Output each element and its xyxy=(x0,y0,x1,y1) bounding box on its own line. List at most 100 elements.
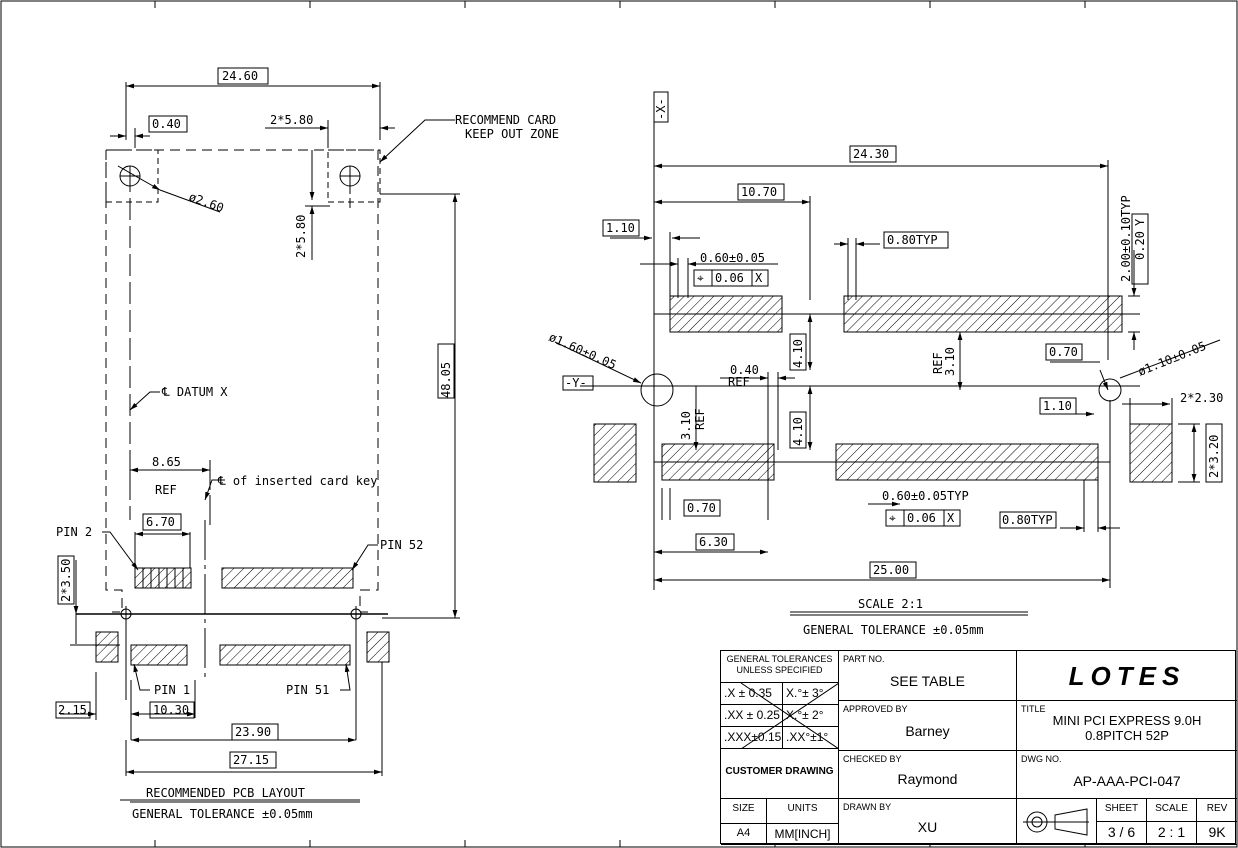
dwg-no-label: DWG NO. xyxy=(1021,754,1062,764)
scale-label: SCALE xyxy=(1155,803,1188,814)
dwg-no-cell: DWG NO. AP-AAA-PCI-047 xyxy=(1017,751,1237,799)
checked-label: CHECKED BY xyxy=(843,754,902,764)
pcb-layout-view xyxy=(60,82,460,803)
dim-0-40: 0.40 xyxy=(152,117,181,131)
dim-2x2-30: 2*2.30 xyxy=(1180,391,1223,405)
position-symbol: ⌖ xyxy=(697,271,704,285)
pin-1-label: PIN 1 xyxy=(154,683,190,697)
dim-3-10-top-ref: REF xyxy=(931,352,945,374)
part-no-label: PART NO. xyxy=(843,654,885,664)
dwg-no-value: AP-AAA-PCI-047 xyxy=(1073,773,1181,789)
hole-right xyxy=(1098,378,1122,402)
dim-3-10-bottom: 3.10 xyxy=(679,411,693,440)
rev-cell: REV 9K xyxy=(1197,799,1237,845)
checked-cell: CHECKED BY Raymond xyxy=(839,751,1017,799)
dim-2x5-80-h: 2*5.80 xyxy=(270,113,313,127)
scale-value: 2 : 1 xyxy=(1147,821,1196,840)
dim-0-60-tol: 0.60±0.05 xyxy=(700,251,765,265)
dim-23-90: 23.90 xyxy=(235,725,271,739)
tol-row-3-b: .XX°±1° xyxy=(783,727,839,749)
logo-cell: LOTES xyxy=(1017,651,1237,701)
units-value: MM[INCH] xyxy=(767,823,838,841)
dim-0-80typ-bottom: 0.80TYP xyxy=(1002,513,1053,527)
gen-tol-line-1: GENERAL TOLERANCES xyxy=(726,654,833,664)
datum-y-box: -Y- xyxy=(565,376,587,390)
dim-27-15: 27.15 xyxy=(233,753,269,767)
dim-2-00-typ: 2.00±0.10TYP xyxy=(1119,195,1133,282)
dim-6-30: 6.30 xyxy=(699,535,728,549)
dim-10-70: 10.70 xyxy=(741,185,777,199)
gen-tol-header: GENERAL TOLERANCES UNLESS SPECIFIED xyxy=(721,651,839,683)
fcf-datum-right: Y xyxy=(1133,218,1147,226)
tol-cross-lines xyxy=(740,683,839,749)
fcf-tol-bottom: 0.06 xyxy=(907,511,936,525)
dim-1-10-right: 1.10 xyxy=(1043,399,1072,413)
keep-out-callout-1: RECOMMEND CARD xyxy=(455,113,556,127)
hole-right-callout: ø1.10±0.05 xyxy=(1136,339,1208,379)
side-pad-right xyxy=(1129,423,1173,483)
dim-1-10-left: 1.10 xyxy=(606,221,635,235)
sheet-cell: SHEET 3 / 6 xyxy=(1097,799,1147,845)
dim-0-70-right: 0.70 xyxy=(1049,345,1078,359)
dim-2x3-50: 2*3.50 xyxy=(59,559,73,602)
position-symbol-bottom: ⌖ xyxy=(889,511,896,525)
hole-left-callout: ø1.60±0.05 xyxy=(547,330,619,372)
pad-row-top-left xyxy=(134,567,192,589)
dim-2x5-80-v: 2*5.80 xyxy=(294,215,308,258)
dim-4-10-bottom: 4.10 xyxy=(791,417,805,446)
rev-value: 9K xyxy=(1197,821,1237,840)
dim-25-00: 25.00 xyxy=(873,563,909,577)
pcb-layout-title: RECOMMENDED PCB LAYOUT xyxy=(146,786,305,800)
dim-0-80typ-top: 0.80TYP xyxy=(887,233,938,247)
pad-row-top-right xyxy=(221,567,354,589)
approved-label: APPROVED BY xyxy=(843,704,908,714)
dim-24-60: 24.60 xyxy=(222,69,258,83)
pin-52-label: PIN 52 xyxy=(380,538,423,552)
size-value: A4 xyxy=(721,823,766,839)
dim-0-40: 0.40 xyxy=(730,363,759,377)
dim-2x3-20: 2*3.20 xyxy=(1207,435,1221,478)
size-cell: SIZE A4 xyxy=(721,799,767,845)
pcb-layout-tolerance: GENERAL TOLERANCE ±0.05mm xyxy=(132,807,313,821)
datum-x-callout: ℄ DATUM X xyxy=(161,385,228,399)
dim-48-05: 48.05 xyxy=(439,362,453,398)
card-key-callout: ℄ of inserted card key xyxy=(217,474,377,488)
dim-8-65: 8.65 xyxy=(152,455,181,469)
title-line-1: MINI PCI EXPRESS 9.0H xyxy=(1052,713,1202,728)
company-logo: LOTES xyxy=(1068,661,1186,691)
fcf-tol-top: 0.06 xyxy=(715,271,744,285)
sheet-label: SHEET xyxy=(1104,803,1139,814)
gen-tol-line-2: UNLESS SPECIFIED xyxy=(736,665,823,675)
third-angle-projection-icon xyxy=(1023,808,1089,836)
drawn-cell: DRAWN BY XU xyxy=(839,799,1017,845)
side-pad-left xyxy=(593,423,637,483)
approved-cell: APPROVED BY Barney xyxy=(839,701,1017,751)
pin-51-label: PIN 51 xyxy=(286,683,329,697)
dim-6-70: 6.70 xyxy=(146,515,175,529)
tol-row-2-a: .XX ± 0.25 xyxy=(721,705,783,727)
sheet-value: 3 / 6 xyxy=(1097,821,1146,840)
pad-left-square xyxy=(95,631,119,663)
approved-value: Barney xyxy=(905,723,950,739)
keep-out-corner-left xyxy=(105,149,159,203)
dim-0-40-ref: REF xyxy=(728,375,750,389)
keep-out-callout-2: KEEP OUT ZONE xyxy=(465,127,559,141)
rev-label: REV xyxy=(1206,803,1228,814)
customer-drawing-cell: CUSTOMER DRAWING xyxy=(721,749,839,799)
fcf-tol-right: 0.20 xyxy=(1133,231,1147,260)
scale-view-tolerance: GENERAL TOLERANCE ±0.05mm xyxy=(803,623,984,637)
pin-2-label: PIN 2 xyxy=(56,525,92,539)
keep-out-corner-right xyxy=(327,149,381,203)
part-no-value: SEE TABLE xyxy=(890,673,965,689)
units-label: UNITS xyxy=(787,803,818,814)
scale-cell: SCALE 2 : 1 xyxy=(1147,799,1197,845)
scaled-footprint-view xyxy=(554,120,1221,616)
pad-row-bottom-left xyxy=(130,644,188,666)
datum-x-box: -X- xyxy=(654,98,668,120)
tol-row-1-a: .X ± 0.35 xyxy=(721,683,783,705)
drawn-label: DRAWN BY xyxy=(843,802,892,812)
dim-2-15: 2.15 xyxy=(58,703,87,717)
title-cell: TITLE MINI PCI EXPRESS 9.0H 0.8PITCH 52P xyxy=(1017,701,1237,751)
